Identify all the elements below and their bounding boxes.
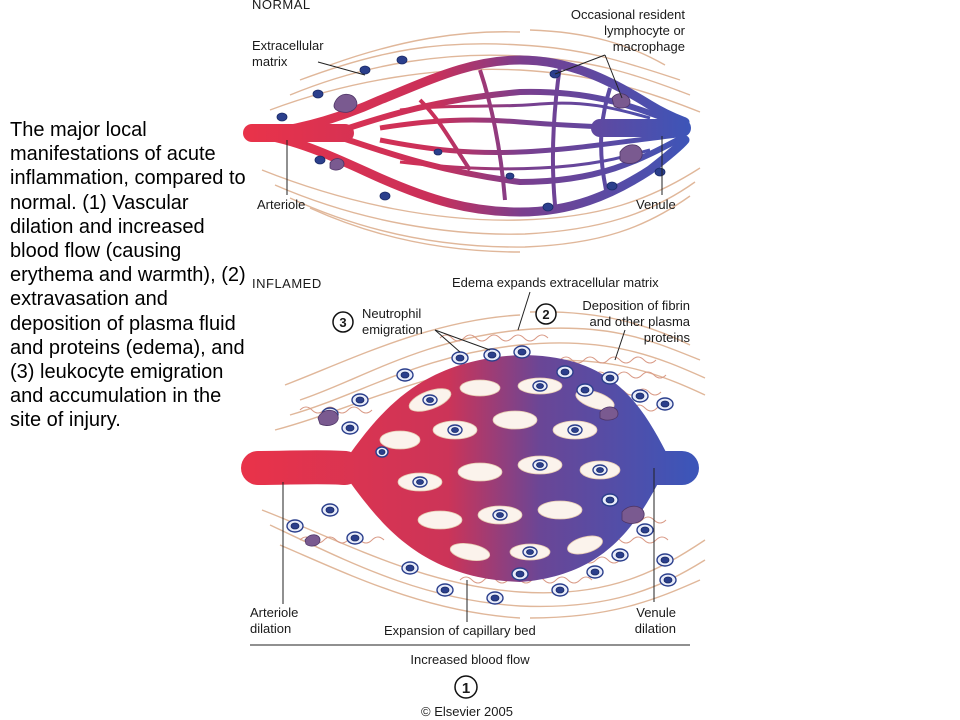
neutrophil-label: Neutrophil — [362, 306, 421, 321]
marker-1-circle — [454, 675, 478, 699]
inflamed-title: INFLAMED — [252, 276, 322, 291]
inflamed-labels: Edema expands extracellular matrix 3 Neu… — [250, 275, 691, 699]
arteriole-label: Arteriole — [257, 197, 305, 212]
marker-2: 2 — [542, 307, 549, 322]
venule-label: Venule — [636, 197, 676, 212]
normal-cells — [276, 55, 666, 212]
figure-caption: The major local manifestations of acute … — [10, 119, 246, 432]
resident-cells-label-line3: macrophage — [613, 39, 685, 54]
deposition-label-line3: proteins — [644, 330, 691, 345]
venule-dilation-label-line2: dilation — [635, 621, 676, 636]
neutrophil-label-line2: emigration — [362, 322, 423, 337]
normal-matrix-fibers — [261, 29, 701, 253]
deposition-label-line2: and other plasma — [590, 314, 691, 329]
deposition-label: Deposition of fibrin — [582, 298, 690, 313]
inflamed-vessel-network — [241, 355, 699, 582]
resident-cells-label-line2: lymphocyte or — [604, 23, 686, 38]
arteriole-dilation-label-line2: dilation — [250, 621, 291, 636]
normal-title: NORMAL — [252, 0, 311, 12]
capillary-expansion-label: Expansion of capillary bed — [384, 623, 536, 638]
extracellular-matrix-label: Extracellular — [252, 38, 324, 53]
resident-cells-label: Occasional resident — [571, 7, 686, 22]
marker-3: 3 — [339, 315, 346, 330]
edema-label: Edema expands extracellular matrix — [452, 275, 659, 290]
intravascular-leukocytes — [375, 380, 608, 558]
inflamed-panel: INFLAMED — [241, 275, 706, 719]
inflamed-cells — [286, 345, 677, 605]
marker-2-circle — [535, 303, 557, 325]
marker-3-circle — [332, 311, 354, 333]
extracellular-matrix-label-line2: matrix — [252, 54, 288, 69]
marker-1: 1 — [462, 680, 470, 697]
normal-panel: NORMAL — [243, 0, 701, 253]
venule-dilation-label: Venule — [636, 605, 676, 620]
emigrated-neutrophils — [286, 345, 677, 605]
arteriole-dilation-label: Arteriole — [250, 605, 298, 620]
normal-labels: Extracellular matrix Occasional resident… — [252, 7, 686, 212]
copyright: © Elsevier 2005 — [421, 704, 513, 719]
blood-flow-label: Increased blood flow — [410, 652, 530, 667]
